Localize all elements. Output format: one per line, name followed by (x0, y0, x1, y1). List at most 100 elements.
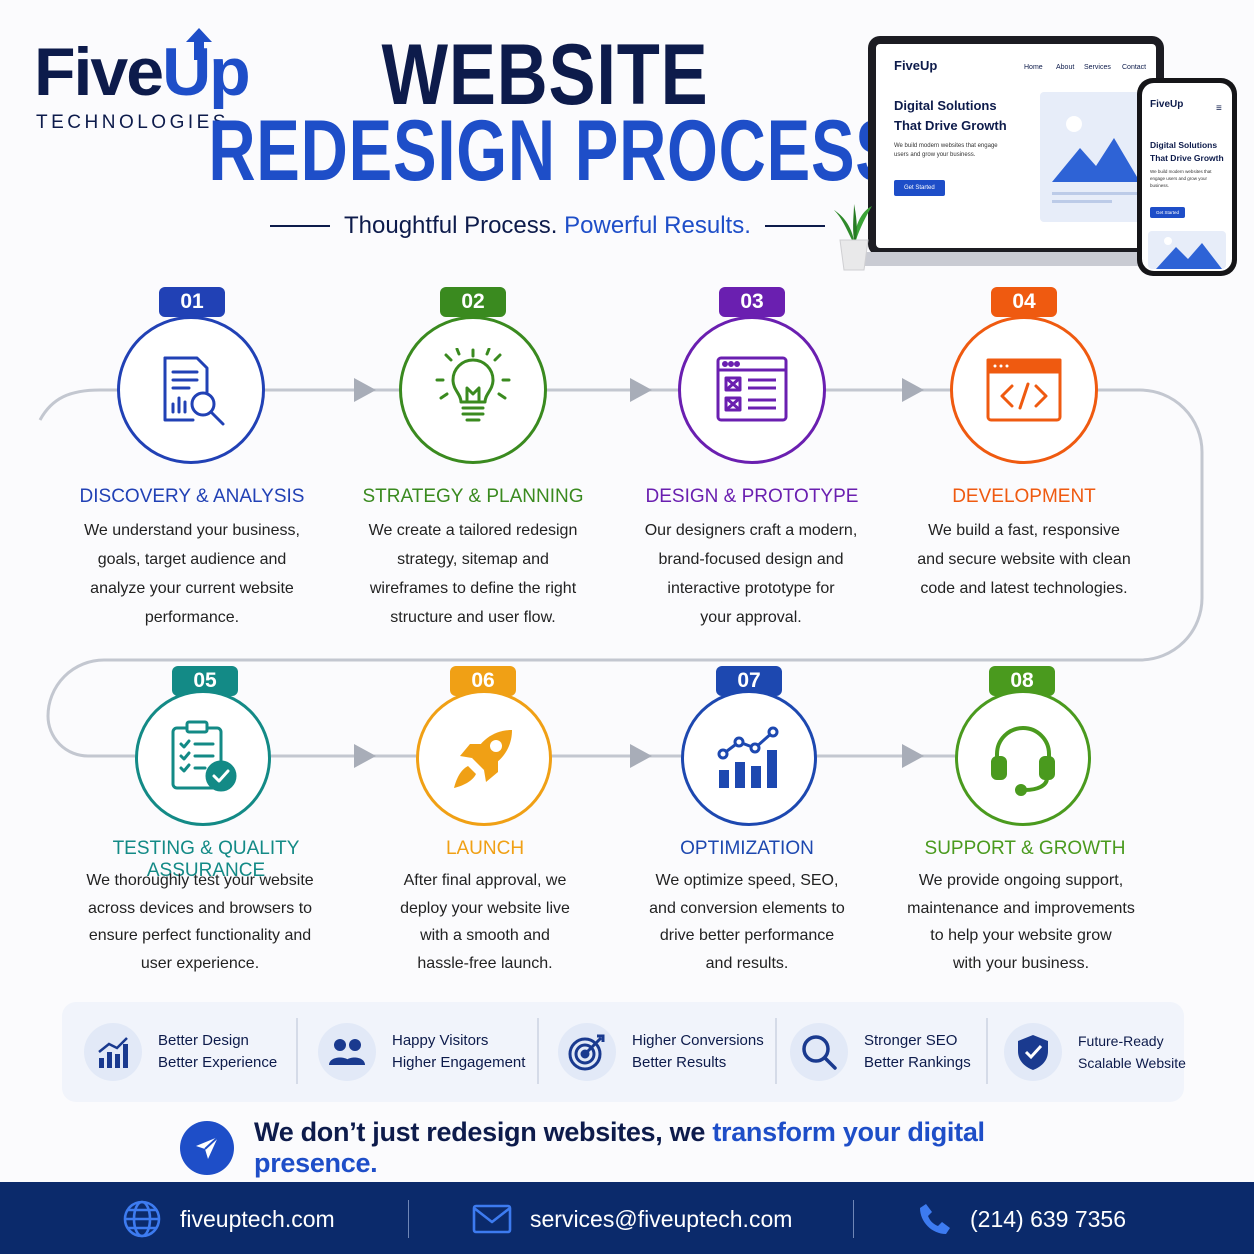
desc-line: with a smooth and (420, 927, 550, 944)
email-link[interactable]: services@fiveuptech.com (530, 1205, 793, 1232)
laptop-base (845, 252, 1185, 266)
footer-website[interactable]: fiveuptech.com (122, 1196, 335, 1242)
website-link[interactable]: fiveuptech.com (180, 1205, 335, 1232)
phone-mockup: FiveUp ≡ Digital Solutions That Drive Gr… (1137, 78, 1237, 276)
benefit-line1: Stronger SEO (864, 1032, 958, 1049)
step-2-badge: 02 (440, 287, 506, 317)
mock-hero-image (1040, 92, 1150, 222)
step-1-badge: 01 (159, 287, 225, 317)
rocket-icon (454, 730, 512, 788)
desc-line: your approval. (700, 609, 802, 626)
desc-line: and results. (705, 954, 789, 972)
step-6-title: LAUNCH (445, 838, 525, 859)
step-1-title: DISCOVERY & ANALYSIS (79, 486, 305, 507)
brand-subtitle: TECHNOLOGIES (36, 112, 229, 133)
step-3-description: Our designers craft a modern, brand-focu… (626, 516, 876, 632)
benefit-icon-wrap (790, 1023, 848, 1081)
brand-name-part2: Up (162, 34, 251, 110)
step-3-badge: 03 (719, 287, 785, 317)
shield-check-icon (1018, 1035, 1048, 1070)
checklist-icon (171, 720, 237, 792)
benefit-line1: Higher Conversions (632, 1032, 764, 1049)
benefit-line2: Better Rankings (864, 1054, 971, 1071)
desc-line: user experience. (140, 954, 260, 972)
image-placeholder-icon (1156, 237, 1222, 269)
benefit-line1: Better Design (158, 1032, 249, 1049)
lightbulb-icon (435, 348, 511, 422)
desc-line: structure and user flow. (390, 609, 556, 626)
image-placeholder-icon (1052, 116, 1140, 203)
desc-line: analyze your current website (90, 580, 294, 597)
brand-logo[interactable]: FiveUp (34, 38, 251, 106)
step-1-description: We understand your business, goals, targ… (67, 516, 317, 632)
divider (537, 1018, 539, 1084)
step-7-description: We optimize speed, SEO, and conversion e… (622, 867, 872, 977)
footer-bar (0, 1182, 1254, 1254)
hamburger-menu-icon: ≡ (1216, 103, 1222, 114)
step-5-circle (135, 690, 271, 826)
phone-mock-logo: FiveUp (1150, 99, 1184, 110)
phone-mock-button: Get Started (1150, 207, 1186, 218)
users-icon (329, 1039, 365, 1065)
footer-email[interactable]: services@fiveuptech.com (472, 1196, 792, 1242)
mock-nav-contact: Contact (1122, 64, 1147, 71)
desc-line: Our designers craft a modern, (644, 522, 858, 539)
globe-icon (123, 1200, 161, 1238)
step-4-circle (950, 316, 1098, 464)
slogan-icon-wrap (180, 1121, 234, 1175)
divider (986, 1018, 988, 1084)
divider-line (764, 225, 825, 227)
step-3-circle (678, 316, 826, 464)
benefit-line2: Higher Engagement (392, 1054, 526, 1071)
desc-line: and secure website with clean (917, 551, 1131, 568)
divider (296, 1018, 298, 1084)
phone-link[interactable]: (214) 639 7356 (970, 1205, 1127, 1232)
benefit-icon-wrap (318, 1023, 376, 1081)
mock-body: We build modern websites that engage use… (894, 143, 998, 158)
step-8-circle (955, 690, 1091, 826)
benefit-line1: Happy Visitors (392, 1032, 489, 1049)
desc-line: with your business. (952, 954, 1090, 972)
footer-phone[interactable]: (214) 639 7356 (918, 1196, 1126, 1242)
slogan: We don’t just redesign websites, we tran… (180, 1117, 1080, 1178)
mock-nav-services: Services (1084, 64, 1111, 71)
tagline-part2: Powerful Results. (564, 212, 751, 239)
benefit-line2: Scalable Website (1078, 1055, 1186, 1071)
step-5-description: We thoroughly test your website across d… (75, 867, 325, 977)
paper-plane-icon (196, 1136, 219, 1159)
divider (853, 1200, 854, 1238)
mail-icon (472, 1204, 512, 1234)
target-icon (568, 1034, 605, 1071)
step-4-badge: 04 (991, 287, 1057, 317)
desc-line: We create a tailored redesign (368, 522, 578, 539)
desc-line: performance. (144, 609, 240, 626)
desc-line: maintenance and improvements (907, 899, 1135, 917)
mock-get-started-button: Get Started (894, 180, 945, 196)
bar-chart-icon (98, 1037, 128, 1068)
desc-line: We thoroughly test your website (86, 872, 314, 889)
mock-headline: Digital Solutions That Drive Growth (894, 98, 1007, 133)
benefit-line1: Future-Ready (1078, 1033, 1164, 1049)
slogan-part2: transform your digital presence. (254, 1117, 985, 1178)
desc-line: We build a fast, responsive (928, 522, 1120, 539)
desc-line: We optimize speed, SEO, (655, 872, 839, 889)
up-arrow-icon (186, 28, 212, 60)
desc-line: We understand your business, (84, 522, 300, 539)
step-1-circle (117, 316, 265, 464)
phone-mock-image (1148, 231, 1226, 269)
desc-line: code and latest technologies. (920, 580, 1128, 597)
desc-line: deploy your website live (400, 899, 570, 917)
mock-logo: FiveUp (894, 58, 938, 73)
desc-line: goals, target audience and (97, 551, 287, 568)
benefit-line2: Better Experience (158, 1054, 278, 1071)
document-search-icon (163, 356, 225, 426)
tagline: Thoughtful Process. Powerful Results. (270, 212, 830, 240)
phone-icon (920, 1204, 950, 1234)
tagline-part1: Thoughtful Process. (344, 212, 558, 239)
desc-line: drive better performance (659, 927, 835, 944)
laptop-screen: FiveUp Home About Services Contact Digit… (876, 44, 1156, 248)
desc-line: strategy, sitemap and (397, 551, 549, 568)
step-6-circle (416, 690, 552, 826)
